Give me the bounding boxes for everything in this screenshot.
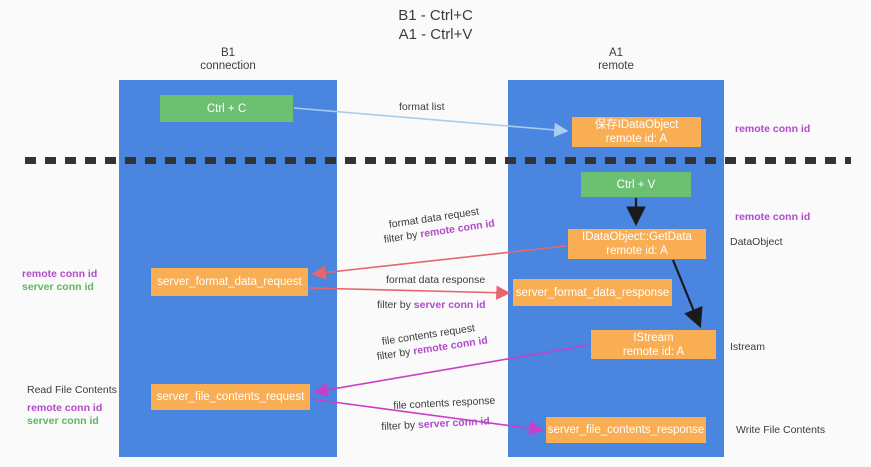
lane-header-b1: B1 connection bbox=[119, 47, 337, 73]
node-server-file-contents-request-label: server_file_contents_request bbox=[156, 391, 305, 403]
annotation-left-read-file-contents: Read File Contents bbox=[27, 384, 117, 396]
node-idataobject-line2: remote id: A bbox=[605, 133, 668, 145]
lane-header-a1-name: A1 bbox=[608, 47, 624, 59]
node-server-file-contents-request[interactable]: server_file_contents_request bbox=[151, 384, 310, 410]
lane-header-a1: A1 remote bbox=[508, 47, 724, 73]
node-istream[interactable]: IStream remote id: A bbox=[591, 330, 716, 359]
node-server-format-data-request[interactable]: server_format_data_request bbox=[151, 268, 308, 296]
node-ctrl-v[interactable]: Ctrl + V bbox=[581, 172, 691, 197]
annotation-left-remote-conn-id-bottom: remote conn id bbox=[27, 402, 103, 414]
server-conn-id-1: server conn id bbox=[413, 299, 486, 311]
annotation-left-remote-conn-id-top: remote conn id bbox=[22, 268, 98, 280]
node-server-format-data-response[interactable]: server_format_data_response bbox=[513, 279, 672, 306]
filter-prefix-2: filter by bbox=[377, 299, 414, 311]
edge-label-format-data-response-filter: filter by server conn id bbox=[377, 299, 486, 312]
node-istream-line1: IStream bbox=[633, 331, 674, 344]
node-server-file-contents-response[interactable]: server_file_contents_response bbox=[546, 417, 706, 443]
title-line-2: A1 - Ctrl+V bbox=[398, 26, 473, 43]
node-server-format-data-response-label: server_format_data_response bbox=[515, 286, 670, 299]
diagram-title: B1 - Ctrl+C A1 - Ctrl+V bbox=[0, 6, 871, 44]
annotation-left-server-conn-id-bottom: server conn id bbox=[27, 415, 99, 427]
node-idataobject-text: 保存IDataObject remote id: A bbox=[595, 118, 679, 146]
node-istream-text: IStream remote id: A bbox=[623, 331, 684, 359]
edge-format-data-response bbox=[308, 285, 511, 300]
annotation-right-write-file-contents: Write File Contents bbox=[736, 424, 826, 436]
node-idataobject[interactable]: 保存IDataObject remote id: A bbox=[572, 117, 701, 147]
annotation-right-remote-conn-id-mid: remote conn id bbox=[735, 211, 811, 223]
node-idataobject-getdata[interactable]: IDataObject::GetData remote id: A bbox=[568, 229, 706, 259]
filter-prefix-1: filter by bbox=[383, 228, 422, 246]
node-server-format-data-request-label: server_format_data_request bbox=[157, 276, 302, 288]
node-istream-line2: remote id: A bbox=[622, 345, 685, 358]
node-getdata-line1: IDataObject::GetData bbox=[582, 231, 692, 243]
lane-header-b1-name: B1 bbox=[220, 47, 236, 59]
node-getdata-text: IDataObject::GetData remote id: A bbox=[582, 230, 692, 258]
annotation-right-dataobject: DataObject bbox=[730, 236, 783, 248]
filter-prefix-3: filter by bbox=[376, 345, 415, 363]
annotation-left-server-conn-id-top: server conn id bbox=[22, 281, 94, 293]
annotation-right-istream: Istream bbox=[730, 341, 766, 353]
node-getdata-line2: remote id: A bbox=[606, 245, 668, 257]
edge-label-file-contents-response: file contents response bbox=[393, 394, 496, 412]
node-ctrl-c-label: Ctrl + C bbox=[206, 102, 247, 115]
node-server-file-contents-response-label: server_file_contents_response bbox=[547, 424, 705, 436]
lane-header-a1-sub: remote bbox=[598, 60, 634, 72]
title-line-1: B1 - Ctrl+C bbox=[398, 7, 473, 24]
annotation-right-remote-conn-id-top: remote conn id bbox=[735, 123, 811, 135]
server-conn-id-2: server conn id bbox=[417, 415, 491, 432]
filter-prefix-4: filter by bbox=[381, 419, 419, 433]
node-ctrl-c[interactable]: Ctrl + C bbox=[160, 95, 293, 122]
node-ctrl-v-label: Ctrl + V bbox=[616, 178, 656, 191]
edge-label-format-list: format list bbox=[399, 101, 445, 113]
edge-label-file-contents-response-filter: filter by server conn id bbox=[381, 415, 490, 434]
lane-header-b1-sub: connection bbox=[200, 60, 256, 72]
edge-label-format-data-response: format data response bbox=[386, 274, 486, 286]
node-idataobject-line1: 保存IDataObject bbox=[594, 119, 679, 131]
